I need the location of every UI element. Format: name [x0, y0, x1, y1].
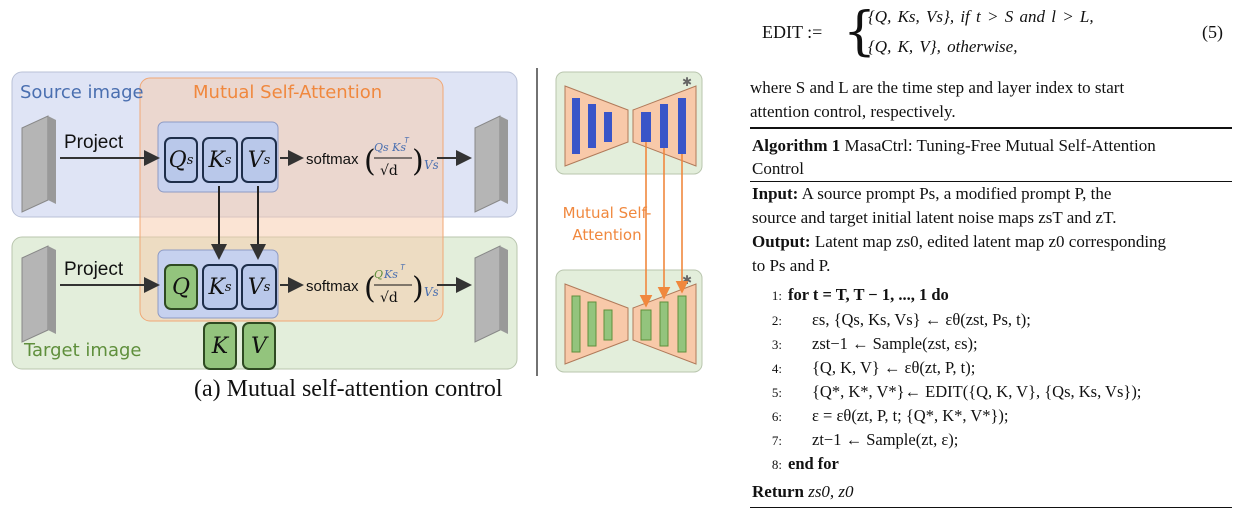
project-label-bottom: Project: [64, 259, 124, 280]
svg-text:softmax: softmax: [306, 151, 359, 168]
algorithm-step-text: ε = εθ(zt, P, t; {Q*, K*, V*});: [812, 406, 1009, 425]
algorithm-step-number: 3:: [771, 337, 782, 352]
algorithm-step: 8: end for: [760, 454, 839, 474]
svg-text:(: (: [364, 271, 376, 306]
figure-caption: (a) Mutual self-attention control: [194, 376, 503, 402]
algorithm-step: 5: {Q*, K*, V*}← EDIT({Q, K, V}, {Qs, Ks,…: [760, 382, 1142, 402]
input-feature-bottom: [21, 245, 49, 343]
output-feature-top: [474, 115, 501, 213]
equation-case-1: {Q, Ks, Vs}, if t > S and l > L,: [868, 7, 1094, 26]
algorithm-step: 3: zst−1 ← Sample(zst, εs);: [760, 334, 978, 354]
algorithm-step: 6: ε = εθ(zt, P, t; {Q*, K*, V*});: [760, 406, 1009, 426]
softmax-formula-target: softmax ( Q Ks T √d ) Vs: [306, 258, 439, 318]
algorithm-return: Return zs0, z0: [752, 482, 854, 501]
unet-mutual-label: Mutual Self-Attention: [562, 204, 652, 244]
algorithm-step: 4: {Q, K, V} ← εθ(zt, P, t);: [760, 358, 975, 378]
svg-text:): ): [412, 144, 424, 179]
svg-text:Vs: Vs: [424, 285, 438, 299]
equation-brace: {: [843, 2, 877, 62]
project-label-top: Project: [64, 132, 124, 153]
algorithm-step-text: zt−1 ← Sample(zt, ε);: [812, 430, 959, 449]
algorithm-title-line-2: Control: [752, 159, 804, 178]
algorithm-step-number: 5:: [771, 385, 782, 400]
algorithm-step: 7: zt−1 ← Sample(zt, ε);: [760, 430, 959, 450]
svg-text:T: T: [404, 136, 410, 145]
algorithm-step-number: 7:: [771, 433, 782, 448]
mutual-attention-label: Mutual Self-Attention: [193, 82, 383, 103]
svg-text:✱: ✱: [682, 75, 692, 89]
softmax-formula-source: softmax ( Qs Ks T √d ) Vs: [306, 131, 439, 191]
equation-number: (5): [1202, 22, 1223, 42]
algorithm-step-text: εs, {Qs, Ks, Vs} ← εθ(zst, Ps, t);: [812, 310, 1031, 329]
equation-case-2: {Q, K, V}, otherwise,: [868, 37, 1018, 56]
algorithm-output-2: to Ps and P.: [752, 256, 831, 275]
token-q-target: Q: [164, 264, 198, 310]
svg-text:): ): [412, 271, 424, 306]
input-feature-top: [21, 115, 49, 213]
algorithm-step-text: zst−1 ← Sample(zst, εs);: [812, 334, 978, 353]
algo-top-rule: [750, 127, 1232, 129]
algorithm-input: Input: A source prompt Ps, a modified pr…: [752, 184, 1112, 203]
token-v-target: V: [242, 322, 276, 370]
algorithm-step-text: {Q, K, V} ← εθ(zt, P, t);: [812, 358, 976, 377]
algorithm-step: 2: εs, {Qs, Ks, Vs} ← εθ(zst, Ps, t);: [760, 310, 1031, 330]
svg-text:Q: Q: [374, 268, 383, 281]
algorithm-title: Algorithm 1 MasaCtrl: Tuning-Free Mutual…: [752, 136, 1156, 155]
svg-text:√d: √d: [380, 163, 398, 179]
svg-text:(: (: [364, 144, 376, 179]
algorithm-step-number: 4:: [771, 361, 782, 376]
algorithm-step-number: 6:: [771, 409, 782, 424]
algorithm-step: 1: for t = T, T − 1, ..., 1 do: [760, 285, 949, 305]
algorithm-output: Output: Latent map zs0, edited latent ma…: [752, 232, 1167, 251]
svg-text:√d: √d: [380, 290, 398, 306]
where-line-1: where S and L are the time step and laye…: [750, 78, 1125, 97]
target-image-label: Target image: [24, 340, 142, 361]
svg-text:Vs: Vs: [424, 158, 438, 172]
where-line-2: attention control, respectively.: [750, 102, 956, 121]
algorithm-step-text: for t = T, T − 1, ..., 1 do: [788, 285, 949, 304]
equation-lhs: EDIT :=: [762, 22, 823, 42]
algorithm-input-2: source and target initial latent noise m…: [752, 208, 1117, 227]
algorithm-step-number: 1:: [771, 288, 782, 303]
token-k-target: K: [203, 322, 237, 370]
algo-bottom-rule: [750, 507, 1232, 508]
svg-text:Qs Ks: Qs Ks: [374, 141, 406, 154]
algorithm-step-text: end for: [788, 454, 839, 473]
svg-text:Ks: Ks: [383, 268, 398, 281]
source-image-label: Source image: [20, 82, 144, 103]
svg-text:✱: ✱: [682, 273, 692, 287]
algorithm-step-number: 2:: [771, 313, 782, 328]
svg-text:T: T: [400, 263, 406, 272]
output-feature-bottom: [474, 245, 501, 343]
algo-mid-rule: [750, 181, 1232, 182]
algorithm-step-text: {Q*, K*, V*}← EDIT({Q, K, V}, {Qs, Ks, V…: [812, 382, 1142, 401]
algorithm-step-number: 8:: [771, 457, 782, 472]
svg-text:softmax: softmax: [306, 278, 359, 295]
